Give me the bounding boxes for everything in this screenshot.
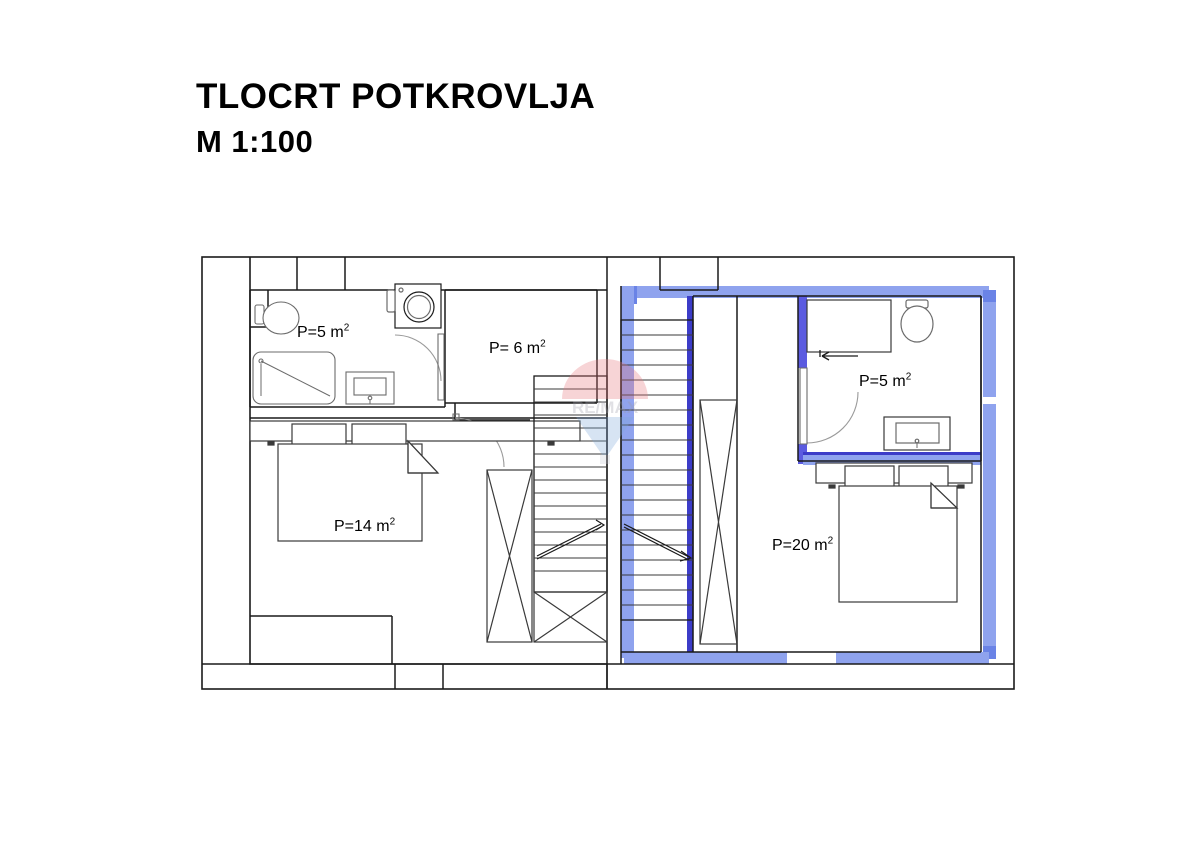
insulation-highlights <box>621 286 996 664</box>
area-label-bathroom-right: P=5 m2 <box>859 371 912 390</box>
area-label-room-center-left: P= 6 m2 <box>489 338 546 357</box>
area-label-bedroom-right: P=20 m2 <box>772 535 834 554</box>
staircase-left <box>533 375 608 593</box>
door-swing-bathroom-right <box>799 367 859 445</box>
toilet-icon <box>900 299 934 343</box>
bathroom-right-fixtures <box>806 299 951 451</box>
area-exponent: 2 <box>343 322 350 334</box>
double-bed <box>277 443 423 542</box>
area-exponent: 2 <box>905 371 912 383</box>
area-exponent: 2 <box>540 338 546 350</box>
area-label-bathroom-left: P=5 m2 <box>297 322 350 341</box>
area-exponent: 2 <box>389 516 396 528</box>
pillow <box>898 465 949 489</box>
pillow <box>291 423 347 447</box>
toilet-icon <box>254 301 300 335</box>
bedroom-left-furniture <box>249 420 581 542</box>
staircase-right <box>620 319 694 621</box>
shaft <box>533 591 608 643</box>
title-block: TLOCRT POTKROVLJA M 1:100 <box>196 76 756 162</box>
shower-icon <box>806 299 892 353</box>
stair-direction-arrow <box>623 523 690 558</box>
area-value: P=5 m <box>297 324 344 341</box>
area-label-bedroom-left: P=14 m2 <box>334 516 396 535</box>
bathroom-left-fixtures <box>252 301 395 405</box>
shafts <box>486 399 738 645</box>
plan-title: TLOCRT POTKROVLJA <box>196 77 596 116</box>
washing-machine-icon <box>386 283 442 329</box>
area-value: P=20 m <box>772 537 828 554</box>
area-exponent: 2 <box>827 535 834 547</box>
bathtub-icon <box>252 351 336 405</box>
area-value: P=5 m <box>859 373 906 390</box>
washbasin-icon <box>883 416 951 451</box>
plan-scale: M 1:100 <box>196 124 314 159</box>
shaft <box>486 469 533 643</box>
area-value: P=14 m <box>334 518 390 535</box>
pillow <box>351 423 407 447</box>
shaft <box>699 399 738 645</box>
area-value: P= 6 m <box>489 340 541 357</box>
bedroom-right-furniture <box>815 462 973 603</box>
pillow <box>844 465 895 489</box>
door-swing-bathroom-left <box>394 333 445 401</box>
washbasin-icon <box>345 371 395 405</box>
stair-direction-arrow <box>536 523 602 557</box>
